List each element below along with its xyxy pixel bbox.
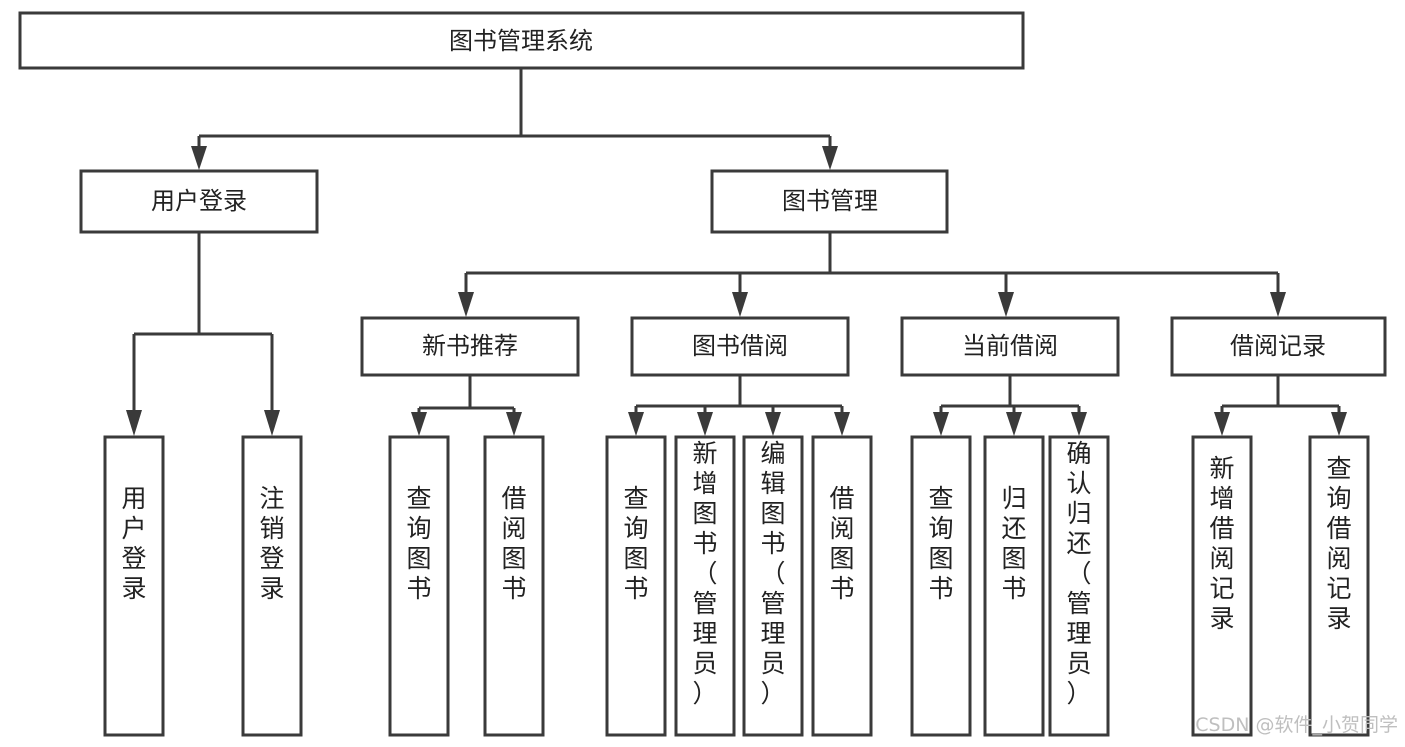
leaf-node-query-book-recommend[interactable]: 查询图书 — [388, 435, 450, 737]
leaf-box[interactable] — [1308, 435, 1370, 737]
leaf-box[interactable] — [983, 435, 1045, 737]
arrow-head-icon — [411, 412, 427, 436]
arrow-head-icon — [1006, 412, 1022, 436]
arrow-head-icon — [506, 412, 522, 436]
node-current-borrow[interactable]: 当前借阅 — [900, 316, 1120, 377]
arrow-head-icon — [822, 146, 838, 170]
leaf-label: 新增图书（管理员） — [692, 439, 717, 708]
csdn-watermark: CSDN @软件_小贺同学 — [1195, 714, 1398, 736]
leaf-label: 用户登录 — [121, 484, 146, 603]
leaf-node-confirm-return[interactable]: 确认归还（管理员） — [1048, 435, 1110, 737]
leaf-box[interactable] — [388, 435, 450, 737]
arrow-head-icon — [1214, 412, 1230, 436]
current-borrow-label: 当前借阅 — [962, 332, 1058, 360]
new-book-recommend-label: 新书推荐 — [422, 332, 518, 360]
new-book-recommend-box[interactable] — [360, 316, 580, 377]
arrow-head-icon — [1331, 412, 1347, 436]
connector-new-book-recommend-to-leaves — [411, 375, 522, 436]
arrow-head-icon — [834, 412, 850, 436]
arrow-head-icon — [697, 412, 713, 436]
leaf-box[interactable] — [103, 435, 165, 737]
arrow-head-icon — [765, 412, 781, 436]
leaf-nodes-group: 用户登录 注销登录 查询图书 借阅图书 查询图书 新增图书（管理员） 编辑图书（… — [103, 435, 1370, 737]
arrow-head-icon — [1071, 412, 1087, 436]
leaf-node-query-borrow-record[interactable]: 查询借阅记录 — [1308, 435, 1370, 737]
arrow-head-icon — [458, 292, 474, 317]
connector-borrow-record-to-leaves — [1214, 375, 1347, 436]
leaf-node-edit-book[interactable]: 编辑图书（管理员） — [742, 435, 804, 737]
leaf-box[interactable] — [241, 435, 303, 737]
leaf-node-add-borrow-record[interactable]: 新增借阅记录 — [1191, 435, 1253, 737]
leaf-node-query-book-current[interactable]: 查询图书 — [910, 435, 972, 737]
current-borrow-box[interactable] — [900, 316, 1120, 377]
arrow-head-icon — [126, 410, 142, 436]
book-manage-label: 图书管理 — [782, 187, 878, 215]
leaf-box[interactable] — [742, 435, 804, 737]
leaf-box[interactable] — [910, 435, 972, 737]
book-manage-box[interactable] — [710, 169, 949, 234]
connector-root-to-level2 — [191, 68, 838, 170]
leaf-node-user-login[interactable]: 用户登录 — [103, 435, 165, 737]
leaf-node-add-book[interactable]: 新增图书（管理员） — [674, 435, 736, 737]
leaf-box[interactable] — [674, 435, 736, 737]
leaf-label: 查询图书 — [406, 484, 431, 603]
arrow-head-icon — [933, 412, 949, 436]
leaf-label: 借阅图书 — [829, 484, 854, 603]
leaf-node-borrow-book-recommend[interactable]: 借阅图书 — [483, 435, 545, 737]
arrow-head-icon — [191, 146, 207, 170]
arrow-head-icon — [628, 412, 644, 436]
node-book-borrow[interactable]: 图书借阅 — [630, 316, 850, 377]
connector-book-manage-to-level3 — [458, 232, 1286, 317]
leaf-node-query-book-borrow[interactable]: 查询图书 — [605, 435, 667, 737]
node-borrow-record[interactable]: 借阅记录 — [1170, 316, 1387, 377]
connector-current-borrow-to-leaves — [933, 375, 1087, 436]
borrow-record-box[interactable] — [1170, 316, 1387, 377]
leaf-box[interactable] — [483, 435, 545, 737]
root-label: 图书管理系统 — [449, 27, 593, 55]
leaf-box[interactable] — [605, 435, 667, 737]
leaf-label: 注销登录 — [259, 484, 284, 603]
leaf-label: 归还图书 — [1001, 484, 1026, 603]
user-login-label: 用户登录 — [151, 187, 247, 215]
connector-user-login-to-leaves — [126, 232, 280, 436]
leaf-label: 查询借阅记录 — [1326, 454, 1351, 633]
leaf-box[interactable] — [811, 435, 873, 737]
borrow-record-label: 借阅记录 — [1230, 332, 1326, 360]
node-book-manage[interactable]: 图书管理 — [710, 169, 949, 234]
node-root[interactable]: 图书管理系统 — [18, 11, 1025, 70]
arrow-head-icon — [998, 292, 1014, 317]
connector-book-borrow-to-leaves — [628, 375, 850, 436]
leaf-label: 确认归还（管理员） — [1066, 439, 1091, 708]
book-borrow-box[interactable] — [630, 316, 850, 377]
leaf-label: 新增借阅记录 — [1209, 454, 1234, 633]
leaf-node-user-logout[interactable]: 注销登录 — [241, 435, 303, 737]
leaf-label: 查询图书 — [623, 484, 648, 603]
root-box[interactable] — [18, 11, 1025, 70]
leaf-node-borrow-book[interactable]: 借阅图书 — [811, 435, 873, 737]
leaf-box[interactable] — [1191, 435, 1253, 737]
node-user-login[interactable]: 用户登录 — [79, 169, 319, 234]
leaf-node-return-book[interactable]: 归还图书 — [983, 435, 1045, 737]
leaf-label: 查询图书 — [928, 484, 953, 603]
node-new-book-recommend[interactable]: 新书推荐 — [360, 316, 580, 377]
leaf-label: 编辑图书（管理员） — [760, 439, 785, 708]
leaf-label: 借阅图书 — [501, 484, 526, 603]
arrow-head-icon — [264, 410, 280, 436]
leaf-box[interactable] — [1048, 435, 1110, 737]
arrow-head-icon — [732, 292, 748, 317]
book-borrow-label: 图书借阅 — [692, 332, 788, 360]
arrow-head-icon — [1270, 292, 1286, 317]
